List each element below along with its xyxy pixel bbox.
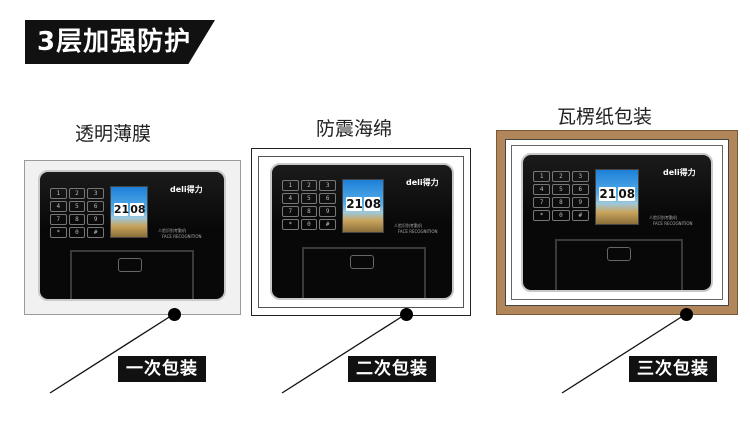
clock-hours: 21 [346,196,363,211]
label-first-pack: 一次包装 [118,356,206,382]
panel-title-foam: 防震海绵 [316,118,393,140]
keypad-key[interactable]: 9 [319,206,336,217]
marker-dot-2 [400,308,413,321]
keypad-key[interactable]: # [571,210,589,221]
leader-line-3 [561,313,687,394]
sensor [607,247,631,261]
clock-minutes: 08 [130,203,146,216]
keypad-key[interactable]: 9 [571,197,589,208]
keypad-key[interactable]: 9 [87,214,104,225]
keypad-key[interactable]: 5 [552,184,570,195]
marker-dot-3 [680,308,693,321]
label-second-pack: 二次包装 [348,356,436,382]
brand-logo: deli得力 [406,178,439,187]
panel-title-carton: 瓦楞纸包装 [557,106,653,128]
sensor [118,258,142,272]
keypad-key[interactable]: 0 [552,210,570,221]
keypad-key[interactable]: 5 [300,193,318,204]
keypad-key[interactable]: 1 [50,188,67,199]
keypad-key[interactable]: 1 [533,171,551,182]
card-slot [70,250,194,299]
clock-minutes: 08 [618,187,636,202]
label-third-pack: 三次包装 [629,356,717,382]
marker-dot-1 [168,308,181,321]
banner-title: 3层加强防护 [37,27,192,57]
keypad-key[interactable]: 8 [300,206,318,217]
device-subtitle: FACE RECOGNITION [162,234,202,239]
keypad-key[interactable]: 2 [68,188,86,199]
screen: 21 08 [342,179,384,233]
screen: 21 08 [595,169,639,225]
keypad-key[interactable]: 4 [533,184,551,195]
brand-logo: deli得力 [170,185,203,194]
keypad-key[interactable]: 3 [319,180,336,191]
keypad-key[interactable]: * [282,219,299,230]
keypad-key[interactable]: # [87,227,104,238]
card-slot [555,239,683,290]
device-badge: 人脸识别考勤机 [649,215,677,220]
keypad-key[interactable]: 7 [533,197,551,208]
keypad-key[interactable]: 6 [87,201,104,212]
keypad-key[interactable]: * [533,210,551,221]
keypad-key[interactable]: 0 [68,227,86,238]
device-badge: 人脸识别考勤机 [394,223,422,228]
panel-title-film: 透明薄膜 [75,123,152,145]
clock-hours: 21 [113,203,130,216]
brand-logo: deli得力 [663,168,696,177]
screen: 21 08 [110,186,148,238]
keypad-key[interactable]: 6 [319,193,336,204]
keypad-key[interactable]: 4 [282,193,299,204]
device-subtitle: FACE RECOGNITION [653,221,693,226]
keypad-key[interactable]: 0 [300,219,318,230]
keypad-key[interactable]: 7 [50,214,67,225]
keypad-key[interactable]: # [319,219,336,230]
keypad-key[interactable]: 5 [68,201,86,212]
keypad-key[interactable]: 2 [552,171,570,182]
keypad-key[interactable]: 1 [282,180,299,191]
sensor [350,255,374,269]
keypad-key[interactable]: 3 [87,188,104,199]
keypad-key[interactable]: 7 [282,206,299,217]
leader-line-2 [281,313,407,394]
keypad-key[interactable]: 2 [300,180,318,191]
leader-line-1 [49,313,175,394]
device-subtitle: FACE RECOGNITION [398,229,438,234]
card-slot [302,247,426,298]
clock-minutes: 08 [364,196,382,211]
keypad-key[interactable]: 3 [571,171,589,182]
keypad-key[interactable]: 8 [68,214,86,225]
keypad-key[interactable]: 6 [571,184,589,195]
clock-hours: 21 [599,187,617,202]
section-banner [25,20,215,64]
keypad-key[interactable]: * [50,227,67,238]
keypad-key[interactable]: 8 [552,197,570,208]
keypad-key[interactable]: 4 [50,201,67,212]
device-badge: 人脸识别考勤机 [158,228,186,233]
